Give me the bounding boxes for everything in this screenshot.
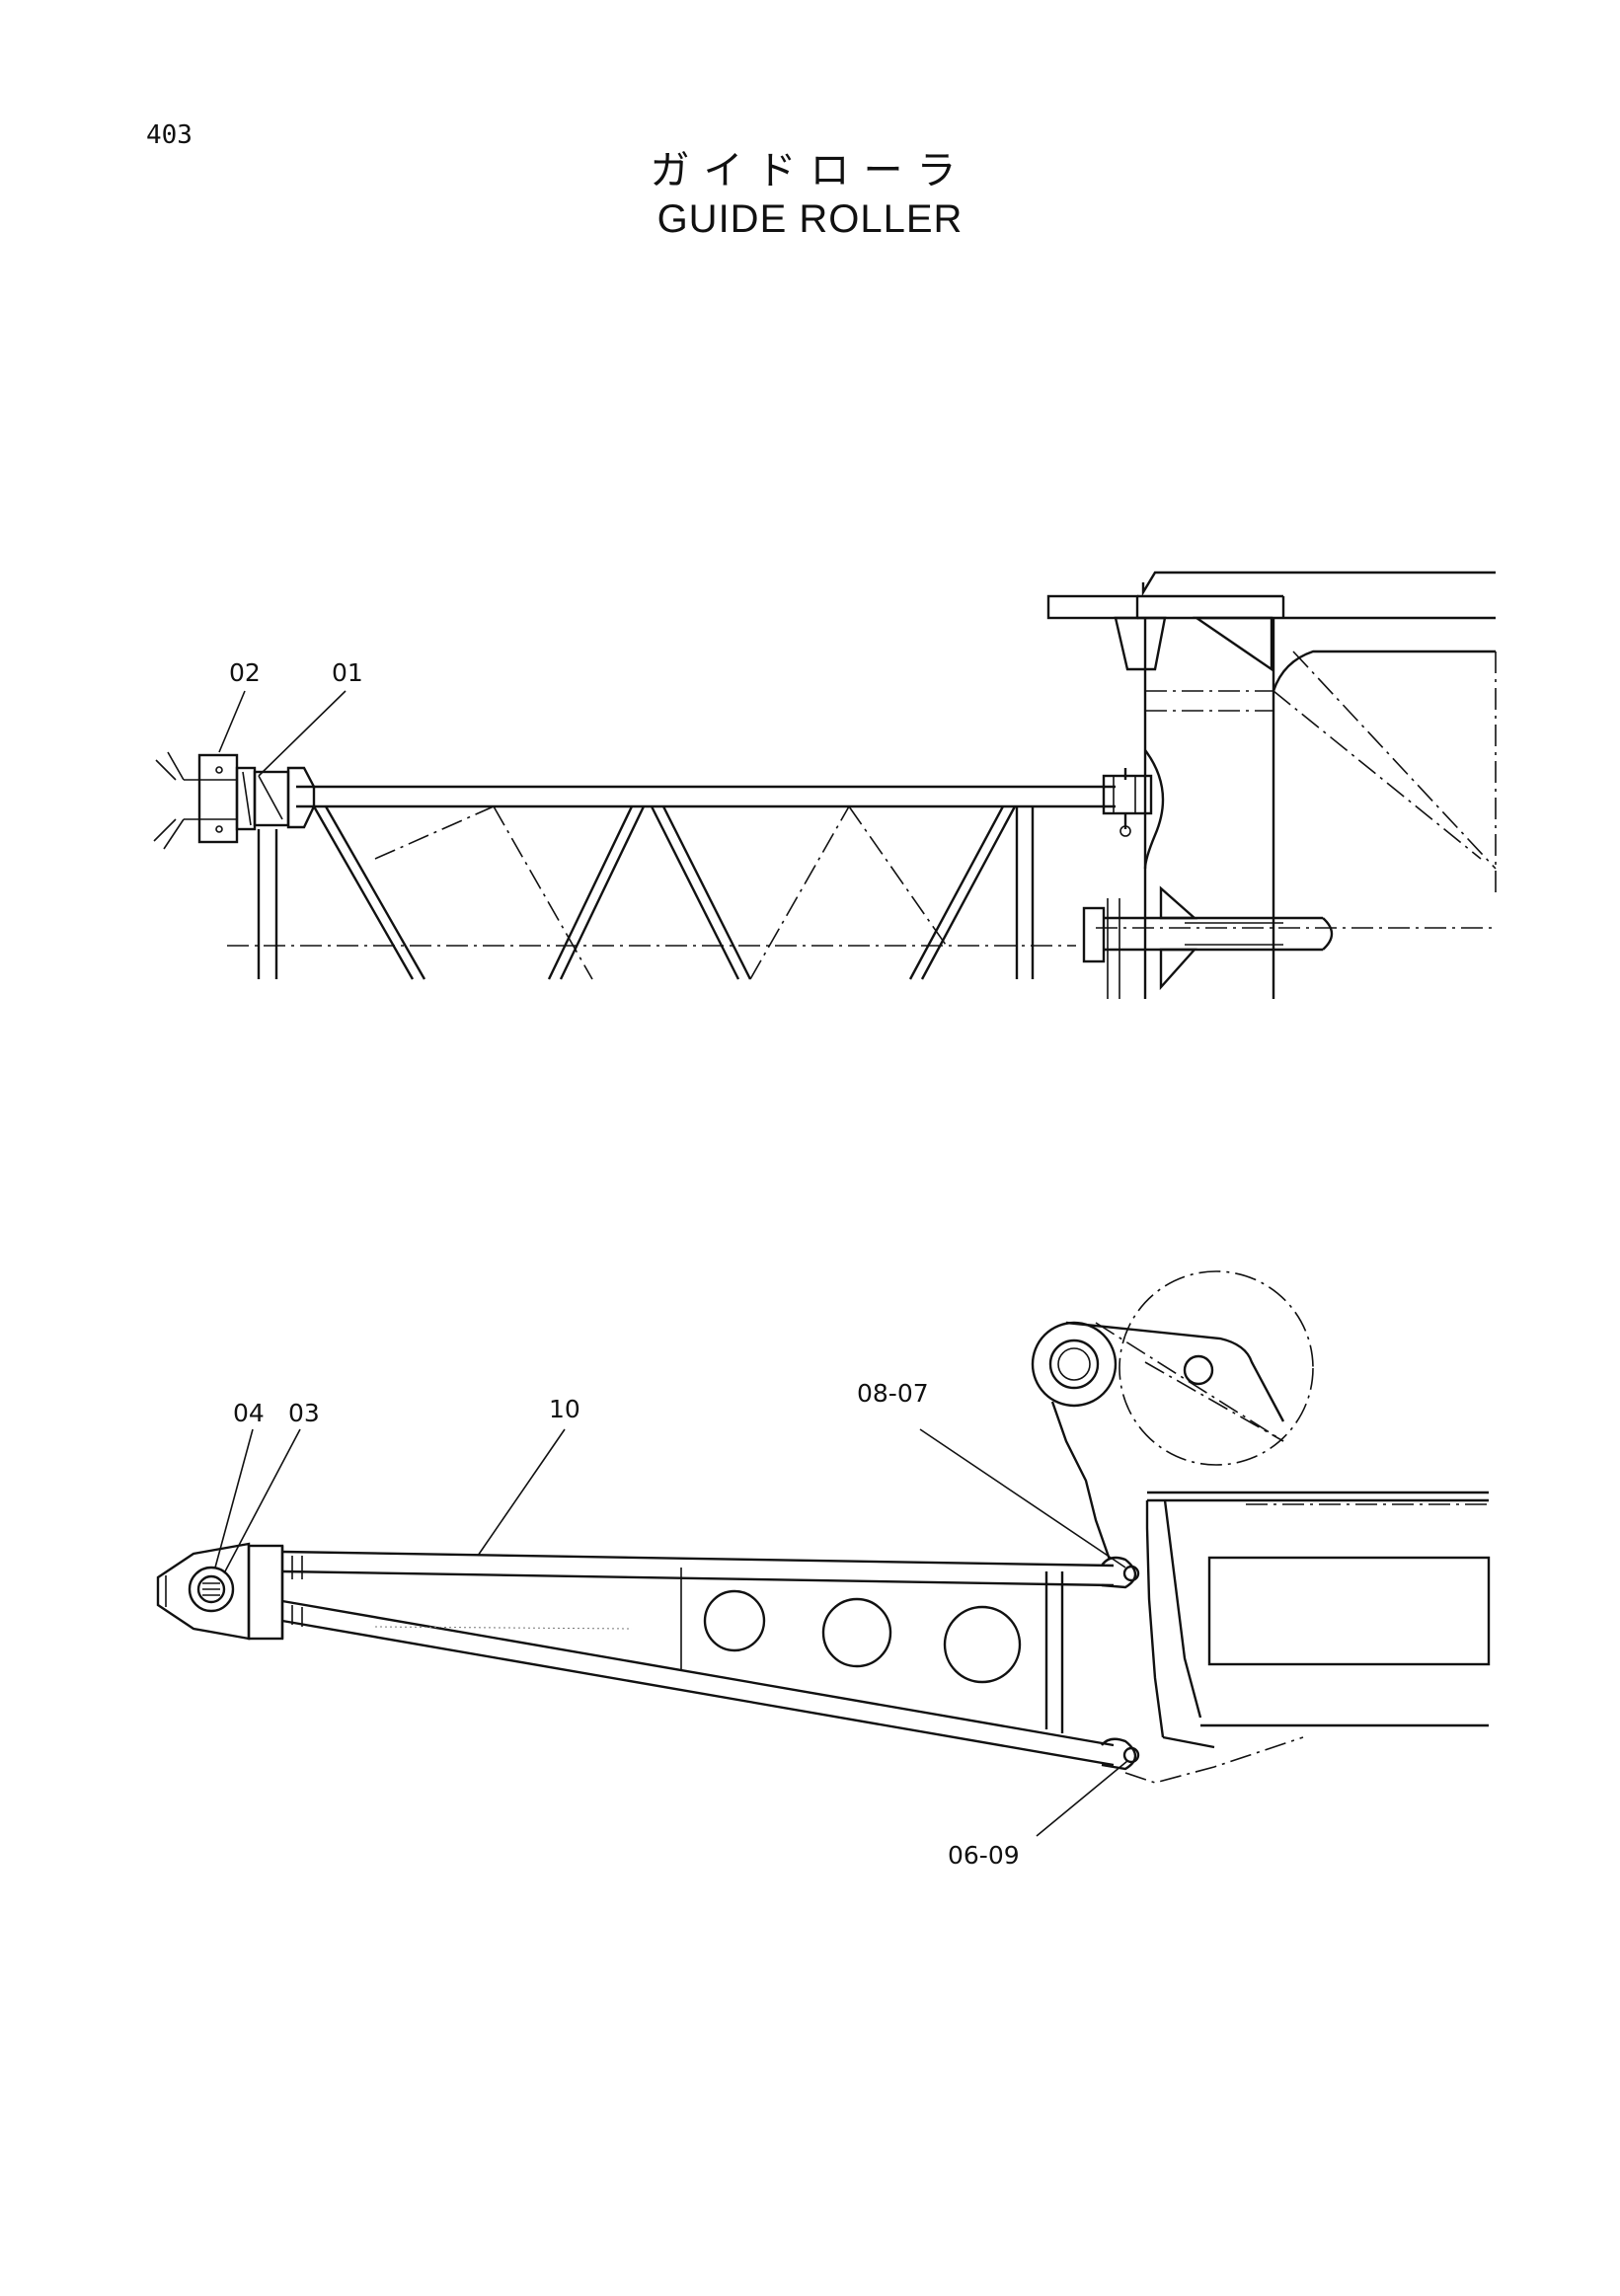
arm-end-bracket-top: [1102, 768, 1153, 837]
page-title-japanese: ガイドローラ: [650, 148, 970, 193]
guide-roller-arm-top: [286, 766, 1116, 829]
callout-10: 10: [549, 1395, 580, 1423]
top-view-leaders: [218, 690, 347, 777]
boom-foot-sheave-side: [1031, 1270, 1314, 1561]
side-view: [156, 1270, 1491, 1837]
boom-foot-sheave-top: [1082, 885, 1334, 999]
page-title-english: GUIDE ROLLER: [656, 197, 964, 241]
callout-01: 01: [332, 658, 363, 687]
base-frame-side: [1124, 1491, 1491, 1784]
side-view-leaders: [214, 1428, 1128, 1837]
upper-structure-top: [1046, 571, 1497, 999]
callout-06-09: 06-09: [948, 1841, 1020, 1870]
lattice-boom-top: [257, 805, 1035, 980]
callout-03: 03: [288, 1399, 320, 1427]
lower-arm-side: [281, 1599, 1140, 1771]
web-plate-side: [680, 1568, 1064, 1733]
roller-assembly-top: [153, 751, 290, 850]
callout-02: 02: [229, 658, 261, 687]
page-number: 403: [146, 120, 193, 150]
upper-arm-side: [281, 1550, 1140, 1589]
top-view: [153, 571, 1497, 999]
roller-head-side: [156, 1542, 284, 1641]
callout-04: 04: [233, 1399, 265, 1427]
callout-08-07: 08-07: [857, 1379, 929, 1408]
